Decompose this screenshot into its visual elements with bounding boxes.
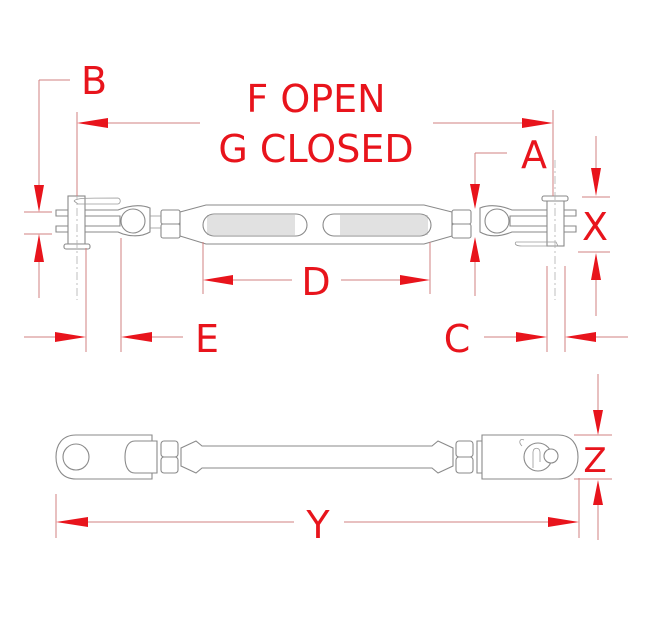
left-hex-nut (150, 209, 181, 239)
label-y: Y (305, 503, 330, 547)
label-c: C (444, 317, 471, 361)
label-x: X (582, 205, 608, 249)
label-z: Z (583, 441, 606, 481)
label-e: E (195, 317, 219, 361)
right-jaw (479, 195, 577, 247)
turnbuckle-top-view (55, 160, 577, 300)
turnbuckle-side-view (55, 434, 579, 480)
turnbuckle-body (179, 204, 453, 245)
left-jaw (55, 195, 151, 250)
label-b: B (81, 59, 107, 103)
right-hex-nut (451, 209, 472, 239)
label-d: D (301, 260, 330, 304)
top-view-dimensions: F OPEN G CLOSED B A X D (24, 59, 628, 361)
label-a: A (521, 133, 547, 177)
label-f-open: F OPEN (246, 77, 385, 121)
side-view-dimensions: Y Z (55, 374, 612, 547)
label-g-closed: G CLOSED (218, 127, 413, 171)
